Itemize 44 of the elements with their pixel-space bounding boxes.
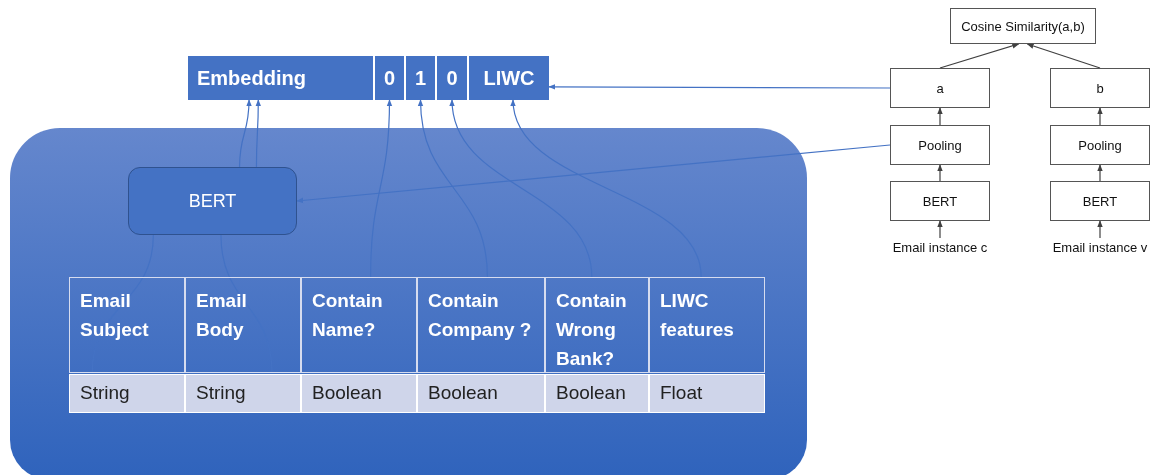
arrow bbox=[937, 164, 943, 182]
vector-value: 0 bbox=[375, 56, 404, 100]
type-cell: Boolean bbox=[545, 374, 649, 413]
arrow bbox=[548, 84, 891, 90]
type-cell: String bbox=[185, 374, 301, 413]
process-box: BERT bbox=[890, 181, 990, 221]
arrow bbox=[1097, 107, 1103, 126]
embedding-segment: Embedding bbox=[188, 56, 373, 100]
arrow bbox=[238, 99, 252, 168]
input-label: Email instance v bbox=[1045, 238, 1155, 256]
model-box: BERT bbox=[128, 167, 297, 235]
arrow bbox=[511, 99, 702, 278]
type-cell: Float bbox=[649, 374, 765, 413]
arrow bbox=[937, 107, 943, 126]
header-cell: Contain Company ? bbox=[417, 277, 545, 373]
process-box: Pooling bbox=[890, 125, 990, 165]
arrow bbox=[939, 43, 1020, 69]
type-cell: String bbox=[69, 374, 185, 413]
arrow bbox=[1097, 164, 1103, 182]
header-cell: LIWC features bbox=[649, 277, 765, 373]
process-box: b bbox=[1050, 68, 1150, 108]
arrow bbox=[1097, 220, 1103, 239]
arrow bbox=[296, 144, 891, 204]
process-box: a bbox=[890, 68, 990, 108]
feature-panel bbox=[10, 128, 807, 475]
header-cell: Email Body bbox=[185, 277, 301, 373]
vector-value: 0 bbox=[437, 56, 467, 100]
header-cell: Email Subject bbox=[69, 277, 185, 373]
type-cell: Boolean bbox=[301, 374, 417, 413]
process-box: Cosine Similarity(a,b) bbox=[950, 8, 1096, 44]
arrow bbox=[1026, 43, 1101, 69]
vector-segment: LIWC bbox=[469, 56, 549, 100]
process-box: Pooling bbox=[1050, 125, 1150, 165]
arrow bbox=[370, 99, 393, 278]
arrow bbox=[255, 99, 262, 168]
vector-value: 1 bbox=[406, 56, 435, 100]
input-label: Email instance c bbox=[885, 238, 995, 256]
process-box: BERT bbox=[1050, 181, 1150, 221]
arrow bbox=[937, 220, 943, 239]
type-cell: Boolean bbox=[417, 374, 545, 413]
arrow bbox=[450, 99, 593, 278]
header-cell: Contain Wrong Bank? bbox=[545, 277, 649, 373]
arrow bbox=[418, 99, 488, 278]
header-cell: Contain Name? bbox=[301, 277, 417, 373]
